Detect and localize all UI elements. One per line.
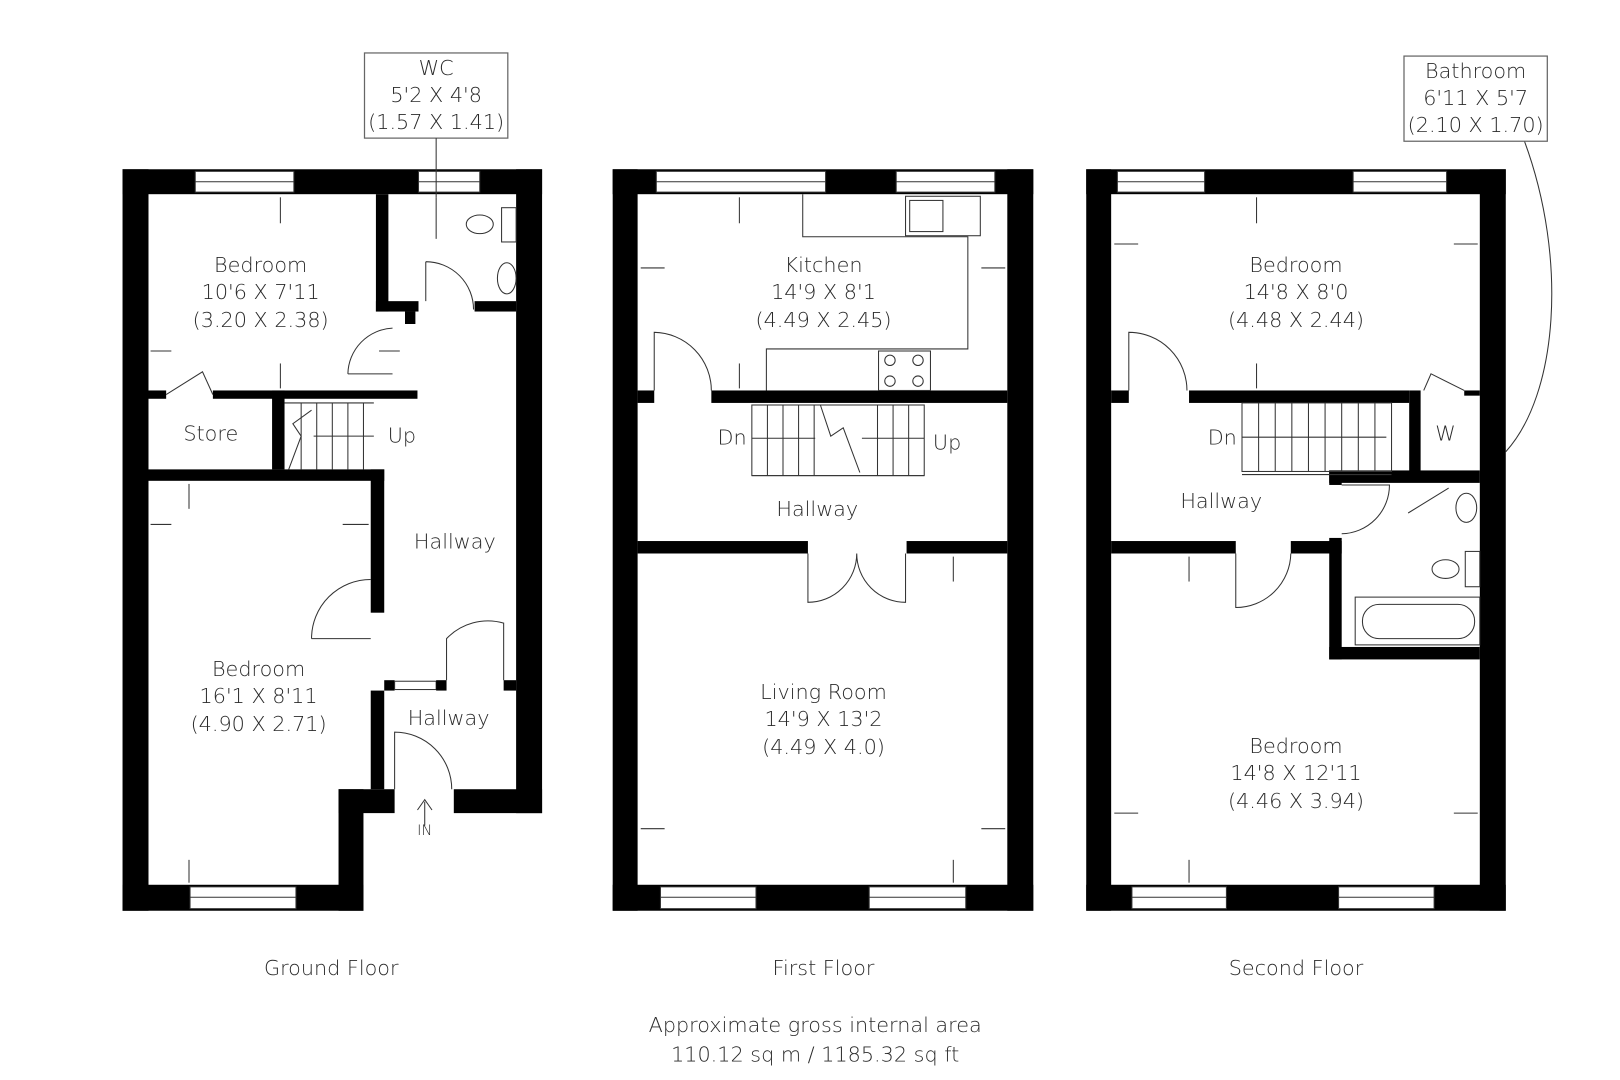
room-name: Hallway [1180, 489, 1262, 513]
stairs-down-label: Dn [1208, 425, 1237, 449]
bathroom-callout [1403, 55, 1548, 142]
room-dimensions-metric: (4.49 X 4.0) [762, 735, 885, 759]
room-dimensions-metric: (4.49 X 2.45) [756, 308, 892, 332]
room-dimensions-metric: (1.57 X 1.41) [368, 110, 504, 134]
room-dimensions-metric: (3.20 X 2.38) [193, 308, 329, 332]
ground-floor: Bedroom 10'6 X 7'11 (3.20 X 2.38) Bedroo… [122, 52, 543, 980]
room-name: Bedroom [212, 657, 305, 681]
stairs-down-label: Dn [718, 425, 747, 449]
room-name: Kitchen [784, 253, 862, 277]
stairs-up-label: Up [933, 431, 961, 455]
wc-callout [363, 52, 509, 139]
room-name: W [1435, 421, 1456, 445]
room-dimensions-metric: (4.90 X 2.71) [191, 712, 327, 736]
room-dimensions-imperial: 14'8 X 12'11 [1230, 761, 1361, 785]
room-name: WC [419, 56, 454, 80]
first-floor: Kitchen 14'9 X 8'1 (4.49 X 2.45) Living … [612, 169, 1034, 980]
room-name: Hallway [414, 529, 496, 553]
room-name: Living Room [760, 680, 887, 704]
floor-title: First Floor [773, 956, 875, 980]
room-name: Store [183, 421, 238, 445]
room-dimensions-imperial: 5'2 X 4'8 [390, 83, 482, 107]
room-dimensions-metric: (4.46 X 3.94) [1228, 789, 1364, 813]
room-name: Bedroom [1249, 253, 1342, 277]
room-dimensions-imperial: 14'9 X 8'1 [771, 280, 876, 304]
room-name: Hallway [776, 497, 858, 521]
room-name: Bedroom [1249, 734, 1342, 758]
room-dimensions-metric: (4.48 X 2.44) [1228, 308, 1364, 332]
room-name: Bathroom [1425, 59, 1526, 83]
room-dimensions-imperial: 14'9 X 13'2 [764, 707, 882, 731]
floor-title: Ground Floor [264, 956, 399, 980]
entrance-label: IN [417, 823, 432, 839]
room-dimensions-imperial: 6'11 X 5'7 [1423, 86, 1528, 110]
room-dimensions-imperial: 10'6 X 7'11 [202, 280, 320, 304]
room-dimensions-imperial: 16'1 X 8'11 [200, 684, 318, 708]
area-label: Approximate gross internal area [649, 1013, 982, 1037]
room-name: Bedroom [214, 253, 307, 277]
room-dimensions-metric: (2.10 X 1.70) [1408, 113, 1544, 137]
room-name: Hallway [408, 706, 490, 730]
floor-title: Second Floor [1229, 956, 1364, 980]
area-value: 110.12 sq m / 1185.32 sq ft [671, 1042, 959, 1066]
stairs-label: Up [388, 423, 416, 447]
second-floor: Bedroom 14'8 X 8'0 (4.48 X 2.44) Bedroom… [1086, 55, 1553, 980]
room-dimensions-imperial: 14'8 X 8'0 [1244, 280, 1349, 304]
